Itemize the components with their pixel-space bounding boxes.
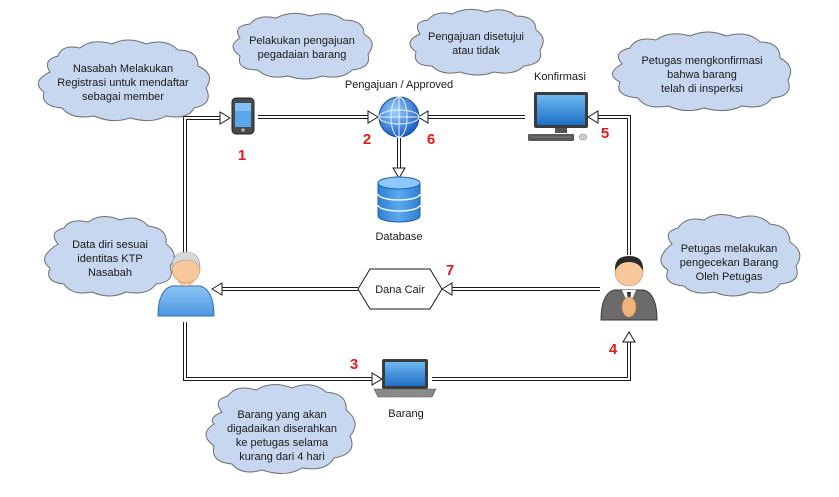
cloud-handover: Barang yang akan digadaikan diserahkan k… bbox=[205, 384, 356, 474]
cloud-submission: Pelakukan pengajuan pegadaian barang bbox=[232, 12, 373, 80]
officer-avatar bbox=[600, 256, 658, 321]
globe-icon bbox=[378, 96, 420, 138]
step-number-3: 3 bbox=[350, 356, 358, 373]
cloud-confirmation-line-2: bahwa barang bbox=[667, 69, 737, 81]
globe-label: Pengajuan / Approved bbox=[345, 79, 453, 91]
database-icon bbox=[377, 176, 421, 223]
cloud-identity-line-1: Data diri sesuai bbox=[72, 239, 148, 251]
step-number-4: 4 bbox=[609, 341, 618, 358]
cloud-handover-line-3: ke petugas selama bbox=[236, 437, 329, 449]
cloud-registration-line-2: Registrasi untuk mendaftar bbox=[57, 77, 189, 89]
connector-phone-to-globe bbox=[258, 110, 379, 124]
monitor-label: Konfirmasi bbox=[534, 71, 586, 83]
cloud-approval: Pengajuan disetujui atau tidak bbox=[409, 8, 544, 76]
laptop-label: Barang bbox=[388, 408, 423, 420]
step-number-6: 6 bbox=[427, 131, 435, 148]
phone-icon bbox=[231, 97, 255, 135]
customer-avatar bbox=[157, 251, 215, 317]
cloud-confirmation: Petugas mengkonfirmasi bahwa barang tela… bbox=[612, 31, 792, 112]
step-number-1: 1 bbox=[238, 147, 246, 164]
step-number-5: 5 bbox=[601, 125, 609, 142]
cloud-handover-line-2: digadaikan diserahkan bbox=[227, 423, 337, 435]
cloud-inspection-line-3: Oleh Petugas bbox=[696, 271, 763, 283]
cloud-identity-line-3: Nasabah bbox=[88, 267, 132, 279]
database-label: Database bbox=[375, 231, 422, 243]
cloud-inspection-line-1: Petugas melakukan bbox=[681, 243, 778, 255]
connector-monitor-to-globe bbox=[417, 110, 525, 124]
cloud-submission-line-1: Pelakukan pengajuan bbox=[249, 35, 355, 47]
dana-cair-label: Dana Cair bbox=[375, 284, 425, 296]
connector-globe-to-database bbox=[392, 138, 406, 179]
connector-dana-to-customer bbox=[211, 282, 358, 296]
cloud-handover-line-4: kurang dari 4 hari bbox=[239, 451, 325, 463]
cloud-confirmation-line-1: Petugas mengkonfirmasi bbox=[641, 55, 762, 67]
cloud-confirmation-line-3: telah di insperksi bbox=[661, 83, 743, 95]
step-number-7: 7 bbox=[446, 262, 454, 279]
cloud-handover-line-1: Barang yang akan bbox=[237, 409, 326, 421]
cloud-identity-line-2: identitas KTP bbox=[77, 253, 142, 265]
cloud-submission-line-2: pegadaian barang bbox=[258, 49, 347, 61]
connector-officer-to-dana bbox=[441, 282, 600, 296]
cloud-registration-line-3: sebagai member bbox=[82, 91, 164, 103]
connector-laptop-to-officer bbox=[432, 331, 636, 381]
cloud-approval-line-2: atau tidak bbox=[452, 45, 500, 57]
connector-customer-to-laptop bbox=[183, 322, 383, 386]
cloud-inspection: Petugas melakukan pengecekan Barang Oleh… bbox=[660, 214, 801, 297]
cloud-inspection-line-2: pengecekan Barang bbox=[680, 257, 778, 269]
connector-customer-to-phone bbox=[183, 111, 231, 257]
cloud-registration-line-1: Nasabah Melakukan bbox=[73, 63, 173, 75]
cloud-registration: Nasabah Melakukan Registrasi untuk menda… bbox=[37, 39, 211, 122]
laptop-icon bbox=[373, 359, 437, 398]
cloud-identity: Data diri sesuai identitas KTP Nasabah bbox=[44, 216, 175, 297]
cloud-approval-line-1: Pengajuan disetujui bbox=[428, 31, 524, 43]
dana-cair-node bbox=[357, 268, 443, 310]
step-number-2: 2 bbox=[363, 131, 371, 148]
connector-officer-to-monitor bbox=[587, 110, 631, 255]
monitor-icon bbox=[528, 92, 588, 141]
